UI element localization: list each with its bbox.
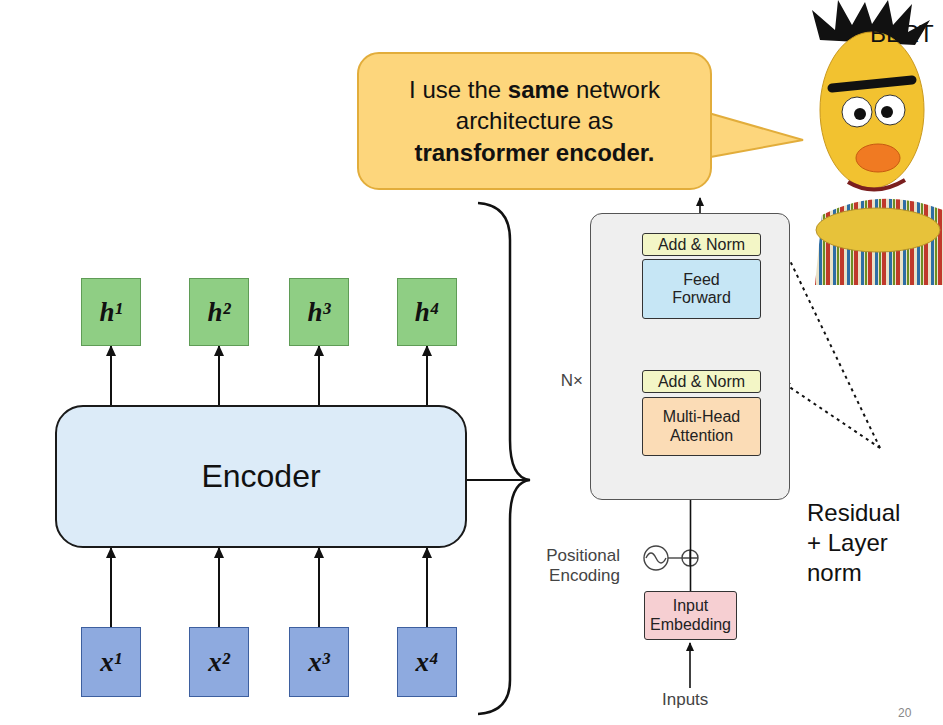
node-text: x²: [208, 647, 230, 678]
input-box: x⁴: [397, 627, 457, 697]
node-text: Encoder: [201, 458, 320, 495]
connector-arrow: [110, 346, 112, 405]
embedding-box: Input Embedding: [644, 591, 737, 640]
connector-arrow: [110, 548, 112, 627]
node-text: x¹: [100, 647, 122, 678]
encoder-box: Encoder: [55, 405, 467, 548]
output-box: h⁴: [397, 278, 457, 346]
connector-arrow: [426, 346, 428, 405]
output-box: h³: [289, 278, 349, 346]
input-box: x¹: [81, 627, 141, 697]
node-text: Add & Norm: [658, 236, 745, 254]
connector-arrow: [318, 346, 320, 405]
node-text: h⁴: [415, 297, 439, 328]
leader-lines: [782, 244, 880, 448]
speech-bubble: I use the same network architecture as t…: [357, 52, 712, 190]
add-norm-box: Add & Norm: [642, 233, 761, 256]
node-text: x⁴: [416, 647, 439, 678]
connector-arrow: [218, 346, 220, 405]
node-text: h¹: [99, 297, 122, 328]
bubble-tail: [705, 112, 803, 158]
node-text: x³: [308, 647, 330, 678]
node-text: Input Embedding: [650, 597, 731, 634]
node-text: h³: [307, 297, 330, 328]
encoder-layer-group: N×Add & NormFeed ForwardAdd & NormMulti-…: [590, 213, 790, 500]
node-text: Add & Norm: [658, 373, 745, 391]
character-name: BERT: [870, 20, 934, 48]
brace: [478, 203, 530, 714]
node-text: N×: [539, 371, 583, 391]
connector-arrow: [218, 548, 220, 627]
node-text: h²: [207, 297, 230, 328]
bert-puppet: [812, 0, 943, 285]
node-text: Multi-Head Attention: [651, 408, 752, 445]
node-text: I use the same network architecture as t…: [389, 74, 680, 168]
slide-number: 20: [898, 706, 911, 720]
residual-note: Residual + Layer norm: [807, 498, 915, 588]
inputs-label: Inputs: [662, 690, 708, 710]
feed-forward-box: Feed Forward: [642, 259, 761, 319]
attention-box: Multi-Head Attention: [642, 397, 761, 456]
positional-encoding-label: Positional Encoding: [520, 546, 620, 587]
add-norm-box: Add & Norm: [642, 370, 761, 393]
output-box: h¹: [81, 278, 141, 346]
connector-arrow: [318, 548, 320, 627]
connector-arrow: [426, 548, 428, 627]
input-box: x³: [289, 627, 349, 697]
output-box: h²: [189, 278, 249, 346]
input-box: x²: [189, 627, 249, 697]
node-text: Feed Forward: [661, 271, 742, 308]
input-arrow: [689, 643, 691, 688]
